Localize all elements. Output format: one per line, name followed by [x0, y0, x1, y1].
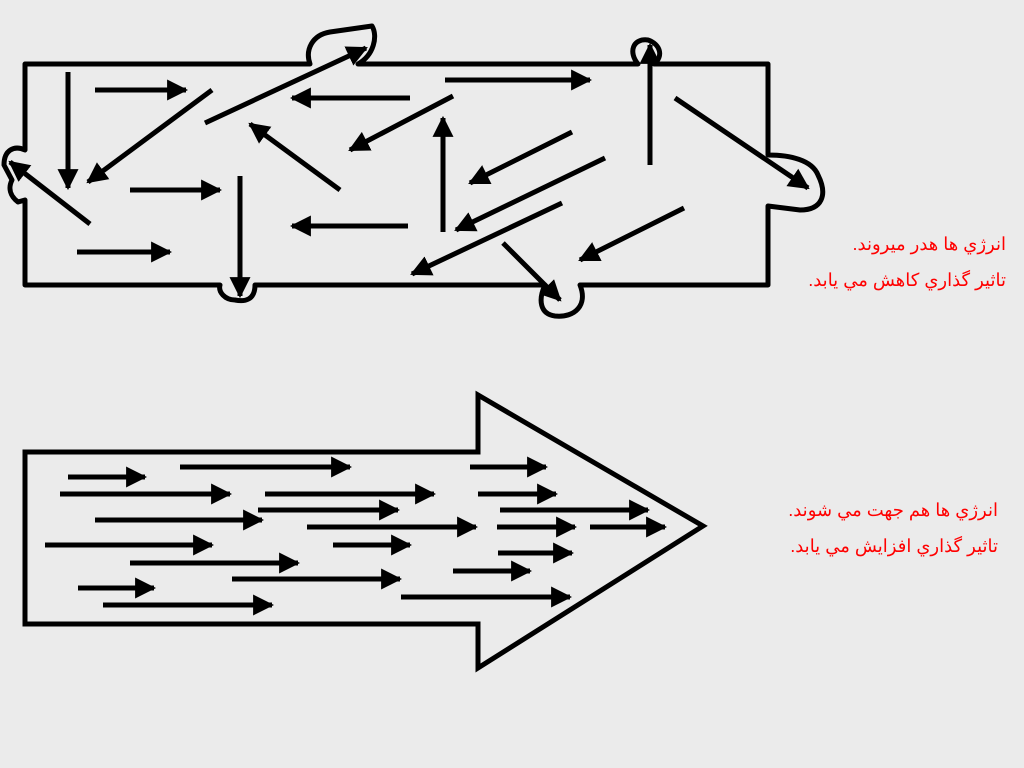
top-caption-line-1: انرژي ها هدر ميروند. — [852, 234, 1007, 254]
arrow — [578, 205, 686, 263]
aligned-energy-arrow — [22, 390, 708, 673]
arrow — [8, 160, 92, 226]
arrow — [203, 45, 368, 126]
arrow — [248, 121, 342, 193]
arrow — [673, 95, 810, 191]
bottom-caption: انرژي ها هم جهت مي شوند. تاثير گذاري افز… — [708, 496, 998, 560]
top-caption-line-2: تاثير گذاري كاهش مي يابد. — [808, 270, 1006, 290]
arrow — [454, 155, 607, 233]
arrow — [86, 87, 214, 185]
top-caption: انرژي ها هدر ميروند. تاثير گذاري كاهش مي… — [746, 230, 1006, 294]
arrow — [410, 200, 564, 277]
big-arrow-outline — [22, 390, 708, 673]
scattered-arrows — [8, 42, 810, 302]
aligned-arrows — [45, 456, 668, 616]
arrow — [348, 93, 455, 153]
arrow — [468, 129, 574, 186]
bottom-caption-line-2: تاثير گذاري افزايش مي يابد. — [790, 536, 998, 556]
box-outline — [1, 23, 825, 319]
bottom-caption-line-1: انرژي ها هم جهت مي شوند. — [788, 500, 998, 520]
arrow — [501, 241, 562, 302]
scattered-energy-box — [1, 23, 825, 319]
